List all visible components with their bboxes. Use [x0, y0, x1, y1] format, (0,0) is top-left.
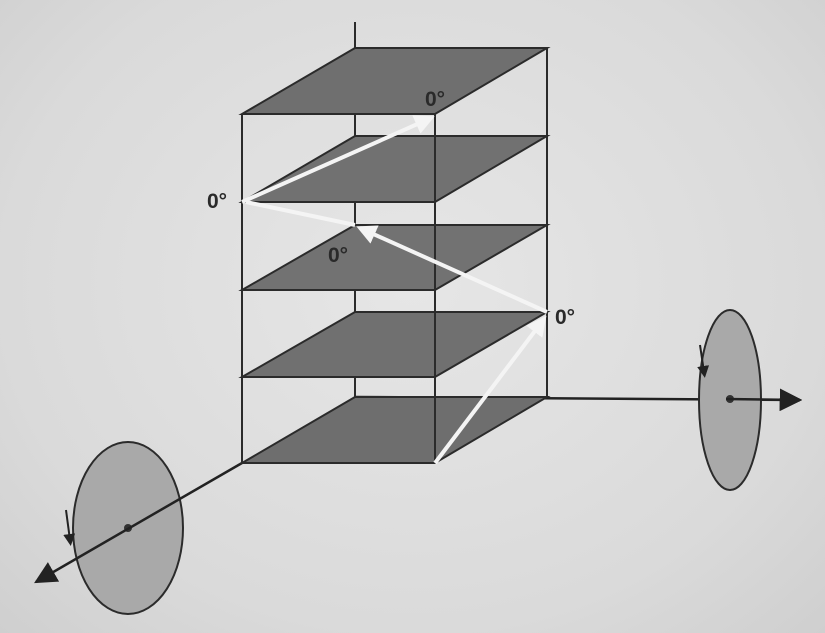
angle-label-top: 0°	[425, 88, 445, 111]
vector-arrow-3	[246, 202, 355, 225]
angle-label-right: 0°	[555, 306, 575, 329]
plate-4	[242, 312, 547, 377]
right-axis-tip	[726, 399, 800, 400]
angle-label-left: 0°	[207, 190, 227, 213]
angle-label-center: 0°	[328, 244, 348, 267]
plate-2	[242, 136, 547, 202]
plate-5	[242, 397, 547, 463]
plate-3	[242, 225, 547, 290]
plate-1	[242, 48, 547, 114]
left-rotation-disc	[66, 442, 183, 614]
